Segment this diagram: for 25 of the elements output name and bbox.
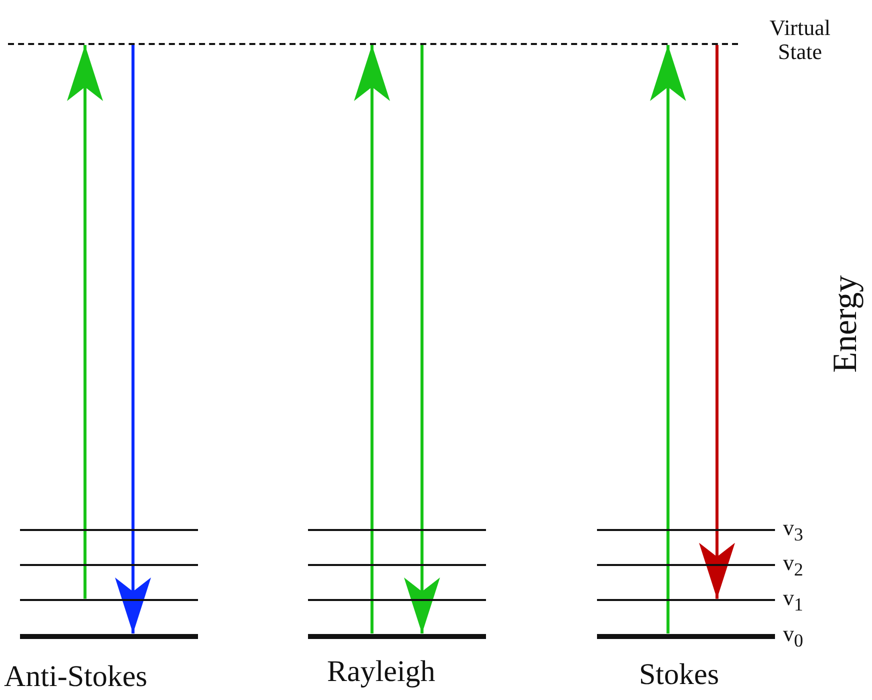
group-label: Rayleigh	[327, 655, 436, 689]
energy-level-line	[597, 598, 775, 602]
virtual-state-dashed-line	[8, 43, 738, 45]
level-label: v$_{1}$	[783, 586, 804, 615]
energy-level-line	[20, 564, 198, 566]
level-label: v$_{2}$	[783, 551, 804, 580]
arrow	[115, 45, 151, 634]
state-label: Virtual State	[768, 16, 832, 64]
energy-level-line	[308, 598, 486, 602]
arrow	[67, 45, 103, 599]
energy-level-line	[308, 528, 486, 532]
level-label: v$_{3}$	[783, 516, 804, 545]
energy-level-line	[20, 598, 198, 602]
energy-level-line	[597, 528, 775, 532]
energy-level-line	[308, 564, 486, 566]
energy-level-line	[20, 528, 198, 532]
arrow	[404, 45, 440, 634]
energy-level-line	[597, 564, 775, 566]
arrow	[354, 45, 390, 634]
group-label: Anti-Stokes	[4, 660, 148, 694]
level-label: v$_{0}$	[783, 622, 804, 651]
group-label: Stokes	[639, 658, 720, 692]
arrow	[650, 45, 686, 634]
axis-label: Energy	[827, 274, 865, 375]
arrow	[699, 45, 735, 599]
